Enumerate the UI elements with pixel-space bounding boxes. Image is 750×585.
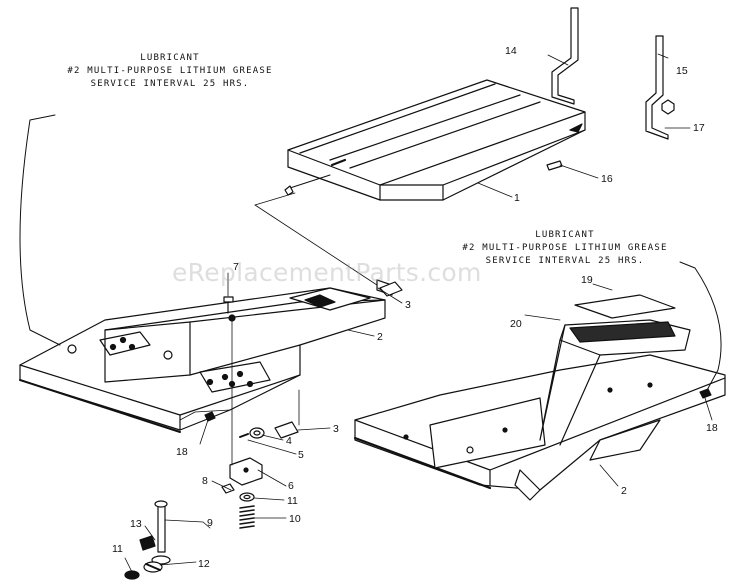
callout-9: 9 bbox=[207, 517, 213, 529]
callout-4: 4 bbox=[286, 435, 292, 447]
lubricant-note-right: LUBRICANT #2 MULTI-PURPOSE LITHIUM GREAS… bbox=[420, 229, 710, 268]
callout-1: 1 bbox=[514, 192, 520, 204]
part-9-pin bbox=[151, 500, 171, 565]
callout-18-right: 18 bbox=[706, 422, 718, 434]
callout-16: 16 bbox=[601, 173, 613, 185]
callout-14: 14 bbox=[505, 45, 517, 57]
part-15-bracket bbox=[645, 35, 669, 140]
callout-13: 13 bbox=[130, 518, 142, 530]
callout-11-upper: 11 bbox=[287, 495, 298, 507]
note-right-line2: #2 MULTI-PURPOSE LITHIUM GREASE bbox=[462, 243, 668, 253]
note-right-line3: SERVICE INTERVAL 25 HRS. bbox=[485, 256, 645, 266]
note-left-line1: LUBRICANT bbox=[140, 53, 200, 63]
callout-19: 19 bbox=[581, 274, 593, 286]
part-17-nut bbox=[661, 99, 675, 115]
part-20-pad-column bbox=[539, 319, 691, 446]
callout-20: 20 bbox=[510, 318, 522, 330]
leader-lines bbox=[124, 53, 713, 573]
part-13-clip bbox=[139, 535, 156, 551]
lubricant-note-left: LUBRICANT #2 MULTI-PURPOSE LITHIUM GREAS… bbox=[40, 52, 300, 91]
callout-10: 10 bbox=[289, 513, 301, 525]
callout-8: 8 bbox=[202, 475, 208, 487]
callout-12: 12 bbox=[198, 558, 210, 570]
callout-17: 17 bbox=[693, 122, 705, 134]
callout-15: 15 bbox=[676, 65, 688, 77]
callout-6: 6 bbox=[288, 480, 294, 492]
callout-5: 5 bbox=[298, 449, 304, 461]
part-10-spring bbox=[239, 505, 255, 529]
part-14-bracket bbox=[551, 7, 579, 105]
part-5-pin bbox=[239, 433, 249, 438]
note-left-line2: #2 MULTI-PURPOSE LITHIUM GREASE bbox=[67, 66, 273, 76]
callout-7: 7 bbox=[233, 261, 239, 273]
part-2-right-frame bbox=[353, 354, 726, 501]
part-18-fitting-right bbox=[699, 388, 712, 399]
part-12-nut bbox=[143, 561, 163, 573]
part-2-left-frame bbox=[19, 279, 393, 433]
part-1-tray bbox=[284, 79, 586, 201]
watermark: eReplacementParts.com bbox=[172, 258, 482, 287]
part-16-bolt bbox=[546, 160, 563, 171]
callout-3-upper: 3 bbox=[405, 299, 411, 311]
part-11-washer-upper bbox=[239, 492, 255, 502]
part-11-washer-lower bbox=[124, 570, 140, 580]
part-7-bolt bbox=[223, 296, 234, 314]
callout-2-right: 2 bbox=[621, 485, 627, 497]
callout-3-lower: 3 bbox=[333, 423, 339, 435]
callout-2-left: 2 bbox=[377, 331, 383, 343]
part-3-bushing-lower bbox=[274, 421, 299, 439]
part-19-cover bbox=[574, 294, 676, 319]
callout-18-left: 18 bbox=[176, 446, 188, 458]
part-6-bracket bbox=[229, 457, 263, 486]
note-right-line1: LUBRICANT bbox=[535, 230, 595, 240]
note-left-line3: SERVICE INTERVAL 25 HRS. bbox=[90, 79, 250, 89]
part-18-fitting-left bbox=[204, 411, 216, 422]
callout-11-lower: 11 bbox=[112, 543, 123, 555]
part-4-washer bbox=[249, 427, 265, 439]
